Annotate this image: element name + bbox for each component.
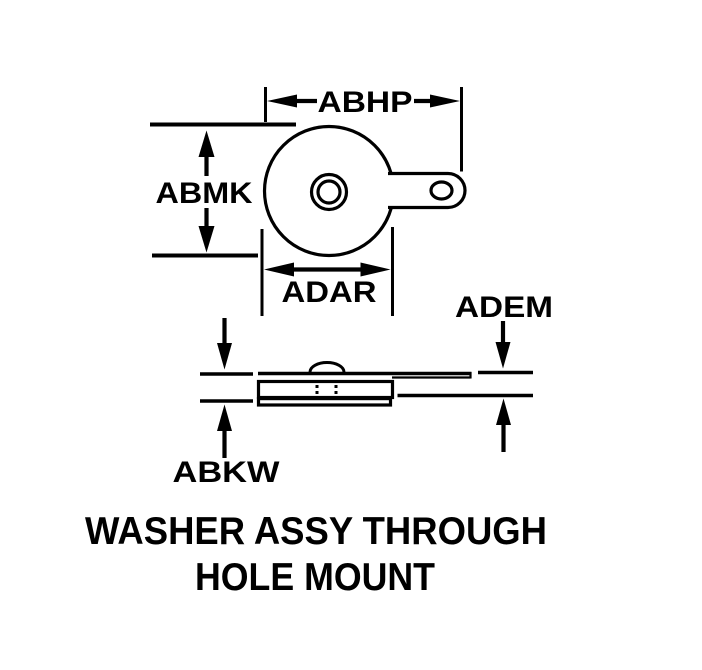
side-view [256,361,472,407]
abmk-down-arrowhead [198,226,215,253]
dim-adar: ADAR [260,227,394,316]
abhp-right-arrowhead [430,94,460,108]
adem-up-arrowhead [496,398,511,425]
dim-abmk: ABMK [150,122,296,258]
abkw-up-arrowhead [217,404,232,431]
abmk-up-arrowhead [198,130,215,157]
side-washer-body [256,379,395,400]
dim-label-abmk: ABMK [156,177,253,210]
hidden-hole-dot [334,391,338,394]
dim-abhp: ABHP [264,86,463,172]
adem-down-arrowhead [495,342,511,369]
abkw-down-arrowhead [217,343,232,370]
tab-hole [429,180,454,201]
dim-label-abhp: ABHP [318,86,413,119]
hidden-hole-dot [334,385,338,388]
side-dome-bump [308,361,346,373]
diagram-title-line1: WASHER ASSY THROUGH [85,510,547,553]
adar-right-arrowhead [360,262,391,277]
dim-adem: ADEM [397,291,553,452]
diagram-title-line2: HOLE MOUNT [195,556,435,599]
top-view [262,124,467,258]
washer-hole-inner [316,179,342,205]
hidden-hole-dot [315,391,319,394]
hidden-hole-dot [315,385,319,388]
side-bottom-layer [256,397,393,407]
dim-label-adem: ADEM [455,291,553,324]
dim-abkw: ABKW [173,318,281,489]
dim-label-abkw: ABKW [173,456,281,489]
diagram-title: WASHER ASSY THROUGH HOLE MOUNT [85,510,547,599]
abhp-left-arrowhead [267,94,297,108]
dim-label-adar: ADAR [282,276,377,309]
adar-left-arrowhead [264,262,294,277]
